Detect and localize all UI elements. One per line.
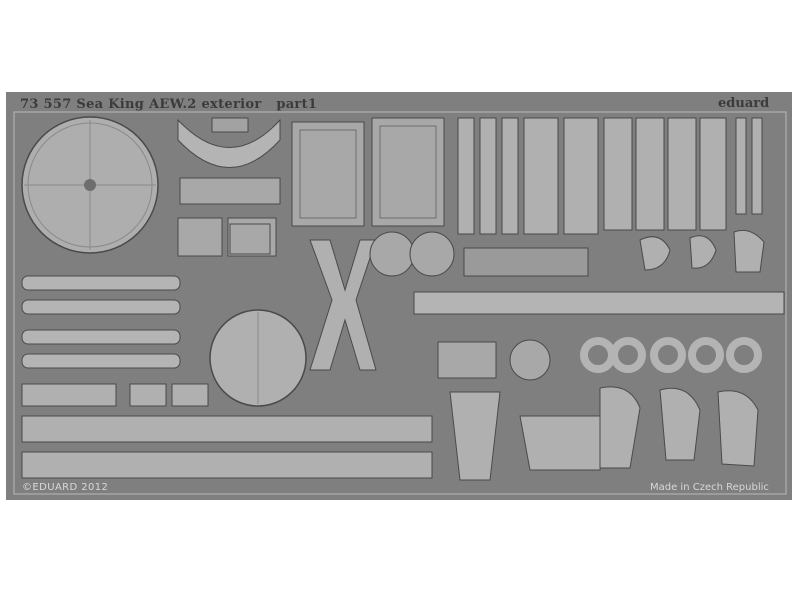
fret-code: 73 557 xyxy=(20,97,72,112)
rotor-disc-large xyxy=(21,116,159,254)
rotor-disc-small xyxy=(209,309,307,407)
small-plates xyxy=(437,339,551,381)
origin-text: Made in Czech Republic xyxy=(650,482,769,493)
handle-strips xyxy=(21,275,181,369)
hook-parts xyxy=(580,337,762,373)
bracket-top xyxy=(177,117,281,205)
brand-logo: eduard xyxy=(718,96,770,111)
bracket-row xyxy=(413,291,785,315)
bottom-parts xyxy=(21,383,759,481)
fret-part: part1 xyxy=(276,97,318,112)
access-panels xyxy=(177,217,277,257)
grille-panels xyxy=(291,117,445,227)
x-brace xyxy=(309,239,377,371)
long-strips xyxy=(21,415,433,479)
round-plates xyxy=(369,231,455,277)
fret-title: 73 557 Sea King AEW.2 exterior part1 xyxy=(20,97,317,112)
clip-parts xyxy=(639,229,765,273)
fret-frame xyxy=(13,111,787,495)
fret-name: Sea King AEW.2 exterior xyxy=(76,97,262,112)
copyright-text: ©EDUARD 2012 xyxy=(22,482,109,493)
vent-grille xyxy=(463,247,589,277)
vertical-strips xyxy=(457,117,763,235)
